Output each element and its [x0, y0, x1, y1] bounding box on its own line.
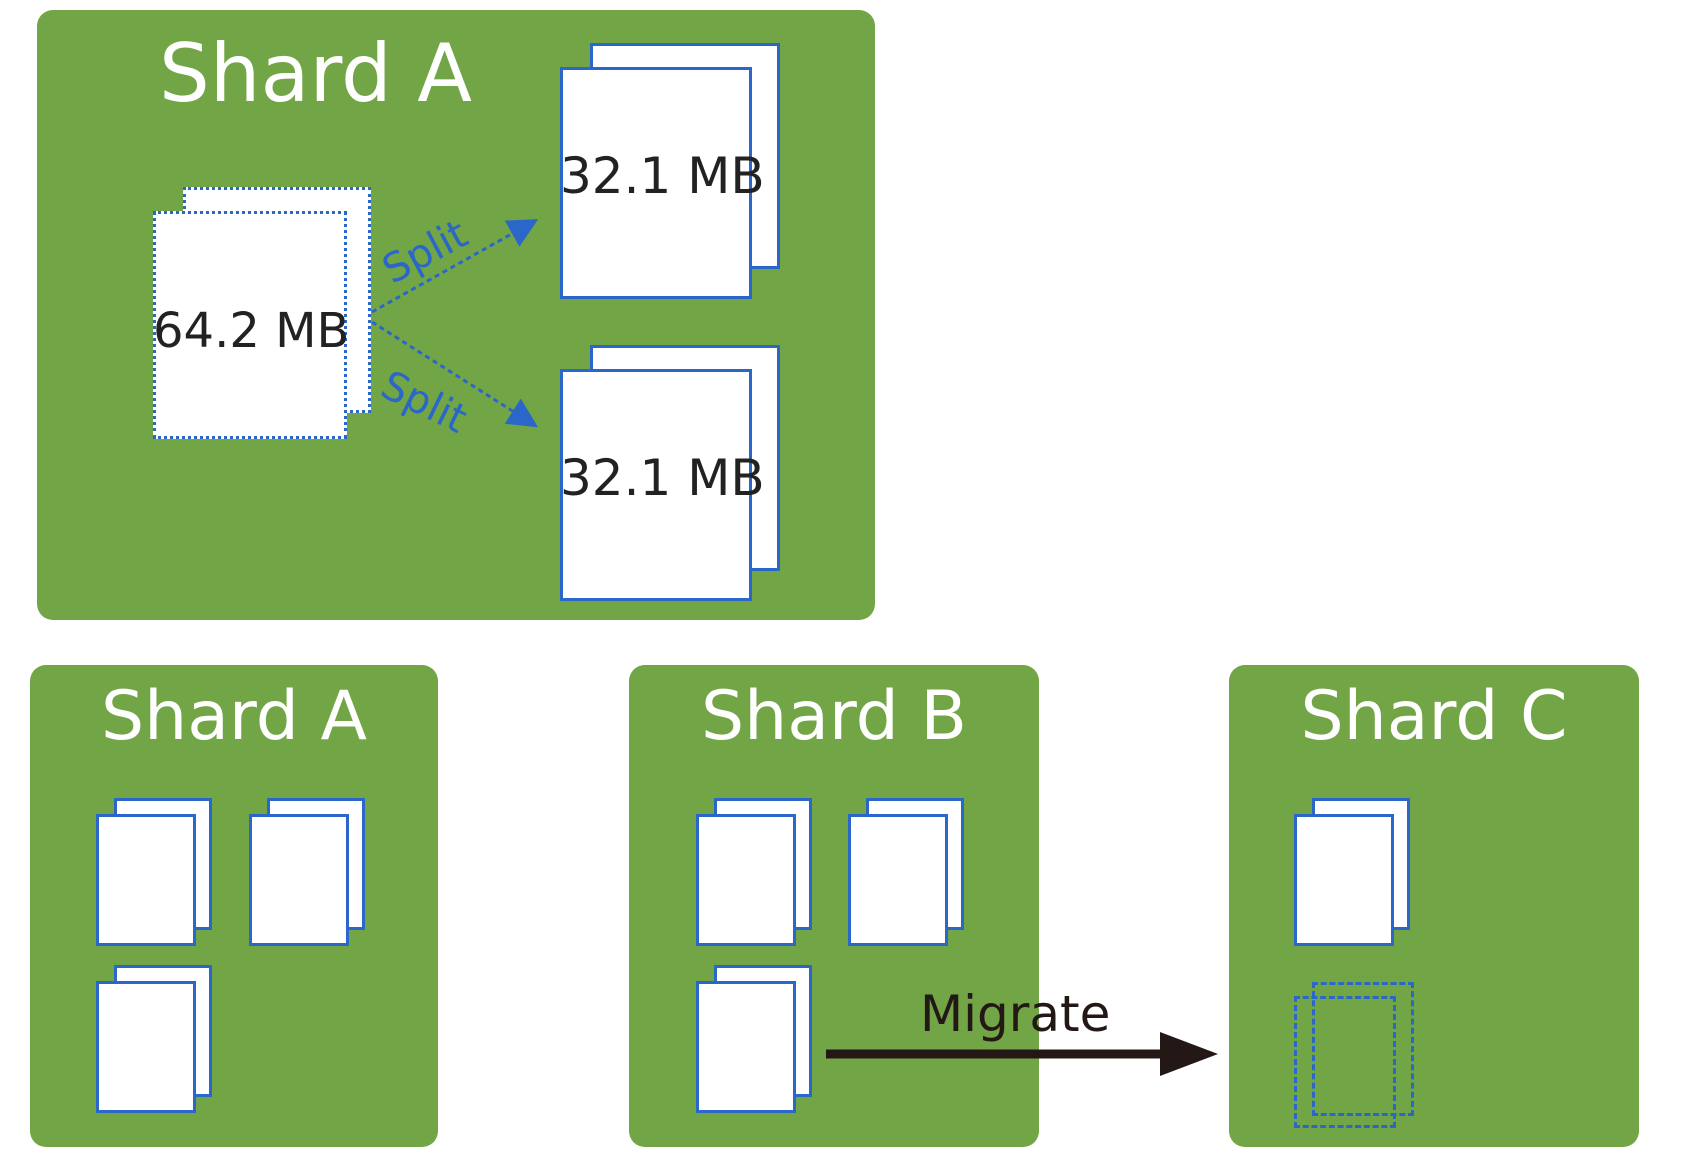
- chunk-front: [696, 981, 796, 1113]
- placeholder-front: [1294, 996, 1396, 1128]
- migrating-chunk: [696, 965, 812, 1113]
- source-chunk-label: 64.2 MB: [153, 303, 350, 359]
- result-chunk-lower-label: 32.1 MB: [560, 449, 765, 507]
- result-chunk-upper-label: 32.1 MB: [560, 147, 765, 205]
- chunk: [96, 965, 212, 1113]
- result-chunk-lower: 32.1 MB: [560, 345, 780, 601]
- chunk: [1294, 798, 1410, 946]
- migrate-arrow-head: [1160, 1032, 1218, 1076]
- chunk-front: [96, 981, 196, 1113]
- chunk-front: [848, 814, 948, 946]
- result-chunk-upper: 32.1 MB: [560, 43, 780, 299]
- incoming-chunk-placeholder: [1294, 982, 1414, 1128]
- chunk-front: [696, 814, 796, 946]
- bottom-shard-b-title: Shard B: [700, 677, 968, 756]
- result-chunk-upper-front: [560, 67, 752, 299]
- chunk: [249, 798, 365, 946]
- result-chunk-lower-front: [560, 369, 752, 601]
- bottom-shard-a: Shard A: [30, 665, 438, 1147]
- chunk: [848, 798, 964, 946]
- placeholder-back: [1312, 982, 1414, 1116]
- migrate-label: Migrate: [920, 985, 1111, 1043]
- bottom-shard-c: Shard C: [1229, 665, 1639, 1147]
- bottom-shard-b: Shard B: [629, 665, 1039, 1147]
- chunk: [696, 798, 812, 946]
- top-shard-a-title: Shard A: [159, 27, 472, 120]
- bottom-shard-c-title: Shard C: [1300, 677, 1568, 756]
- chunk: [96, 798, 212, 946]
- chunk-front: [249, 814, 349, 946]
- bottom-shard-a-title: Shard A: [101, 677, 367, 756]
- source-chunk-front: [153, 211, 347, 439]
- chunk-front: [1294, 814, 1394, 946]
- source-chunk: 64.2 MB: [153, 187, 371, 439]
- chunk-front: [96, 814, 196, 946]
